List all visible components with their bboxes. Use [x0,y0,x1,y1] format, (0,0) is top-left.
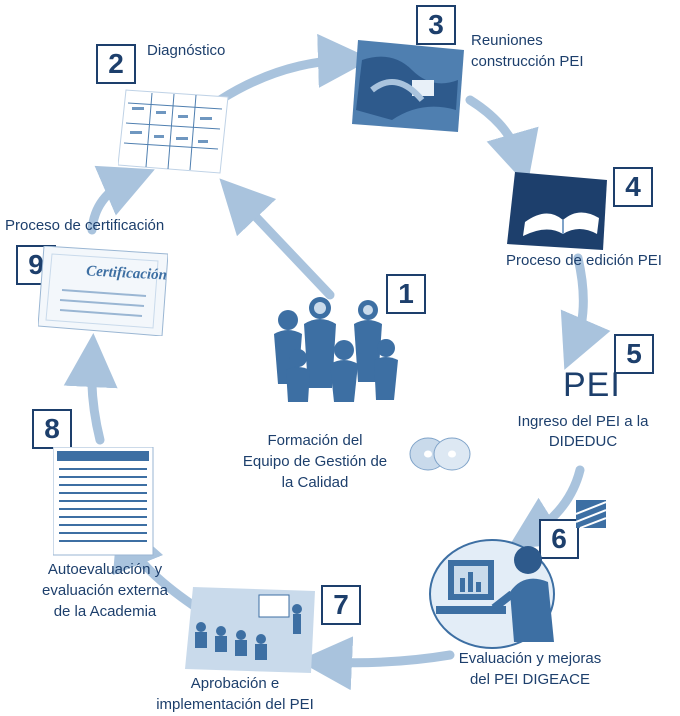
computer-user-illustration [429,539,555,649]
diagnostic-table-icon [118,89,229,174]
step-7-number: 7 [321,585,361,625]
meeting-photo [352,40,464,132]
step-5-number: 5 [614,334,654,374]
arrow-3-to-4 [465,95,539,186]
pei-text: PEI [563,366,621,404]
step-2-label: Diagnóstico [147,42,226,59]
arrow-1-to-2 [219,178,335,300]
step-9-label: Proceso de certificación [5,217,165,234]
arrow-4-to-5 [560,253,611,370]
step-8-number: 8 [32,409,72,449]
certificate-image: Certificación [38,246,168,336]
step-3-number: 3 [416,5,456,45]
stripes-icon [576,500,606,528]
arrow-9-to-2 [87,165,155,235]
step-2-number: 2 [96,44,136,84]
arrow-6-to-7 [298,636,455,691]
step-4-label: Proceso de edición PEI [506,252,662,269]
cd-discs-icon [409,437,471,471]
open-book-icon [507,172,607,250]
step-6-number: 6 [539,519,579,559]
step-1-number: 1 [386,274,426,314]
step-4-number: 4 [613,167,653,207]
certificate-title: Certificación [86,263,168,283]
evaluation-form-icon [53,447,154,556]
arrow-8-to-9 [63,333,118,445]
team-illustration [274,297,398,402]
arrow-2-to-3 [215,33,372,105]
arrow-5-to-6 [507,465,585,550]
presentation-illustration [185,587,315,673]
